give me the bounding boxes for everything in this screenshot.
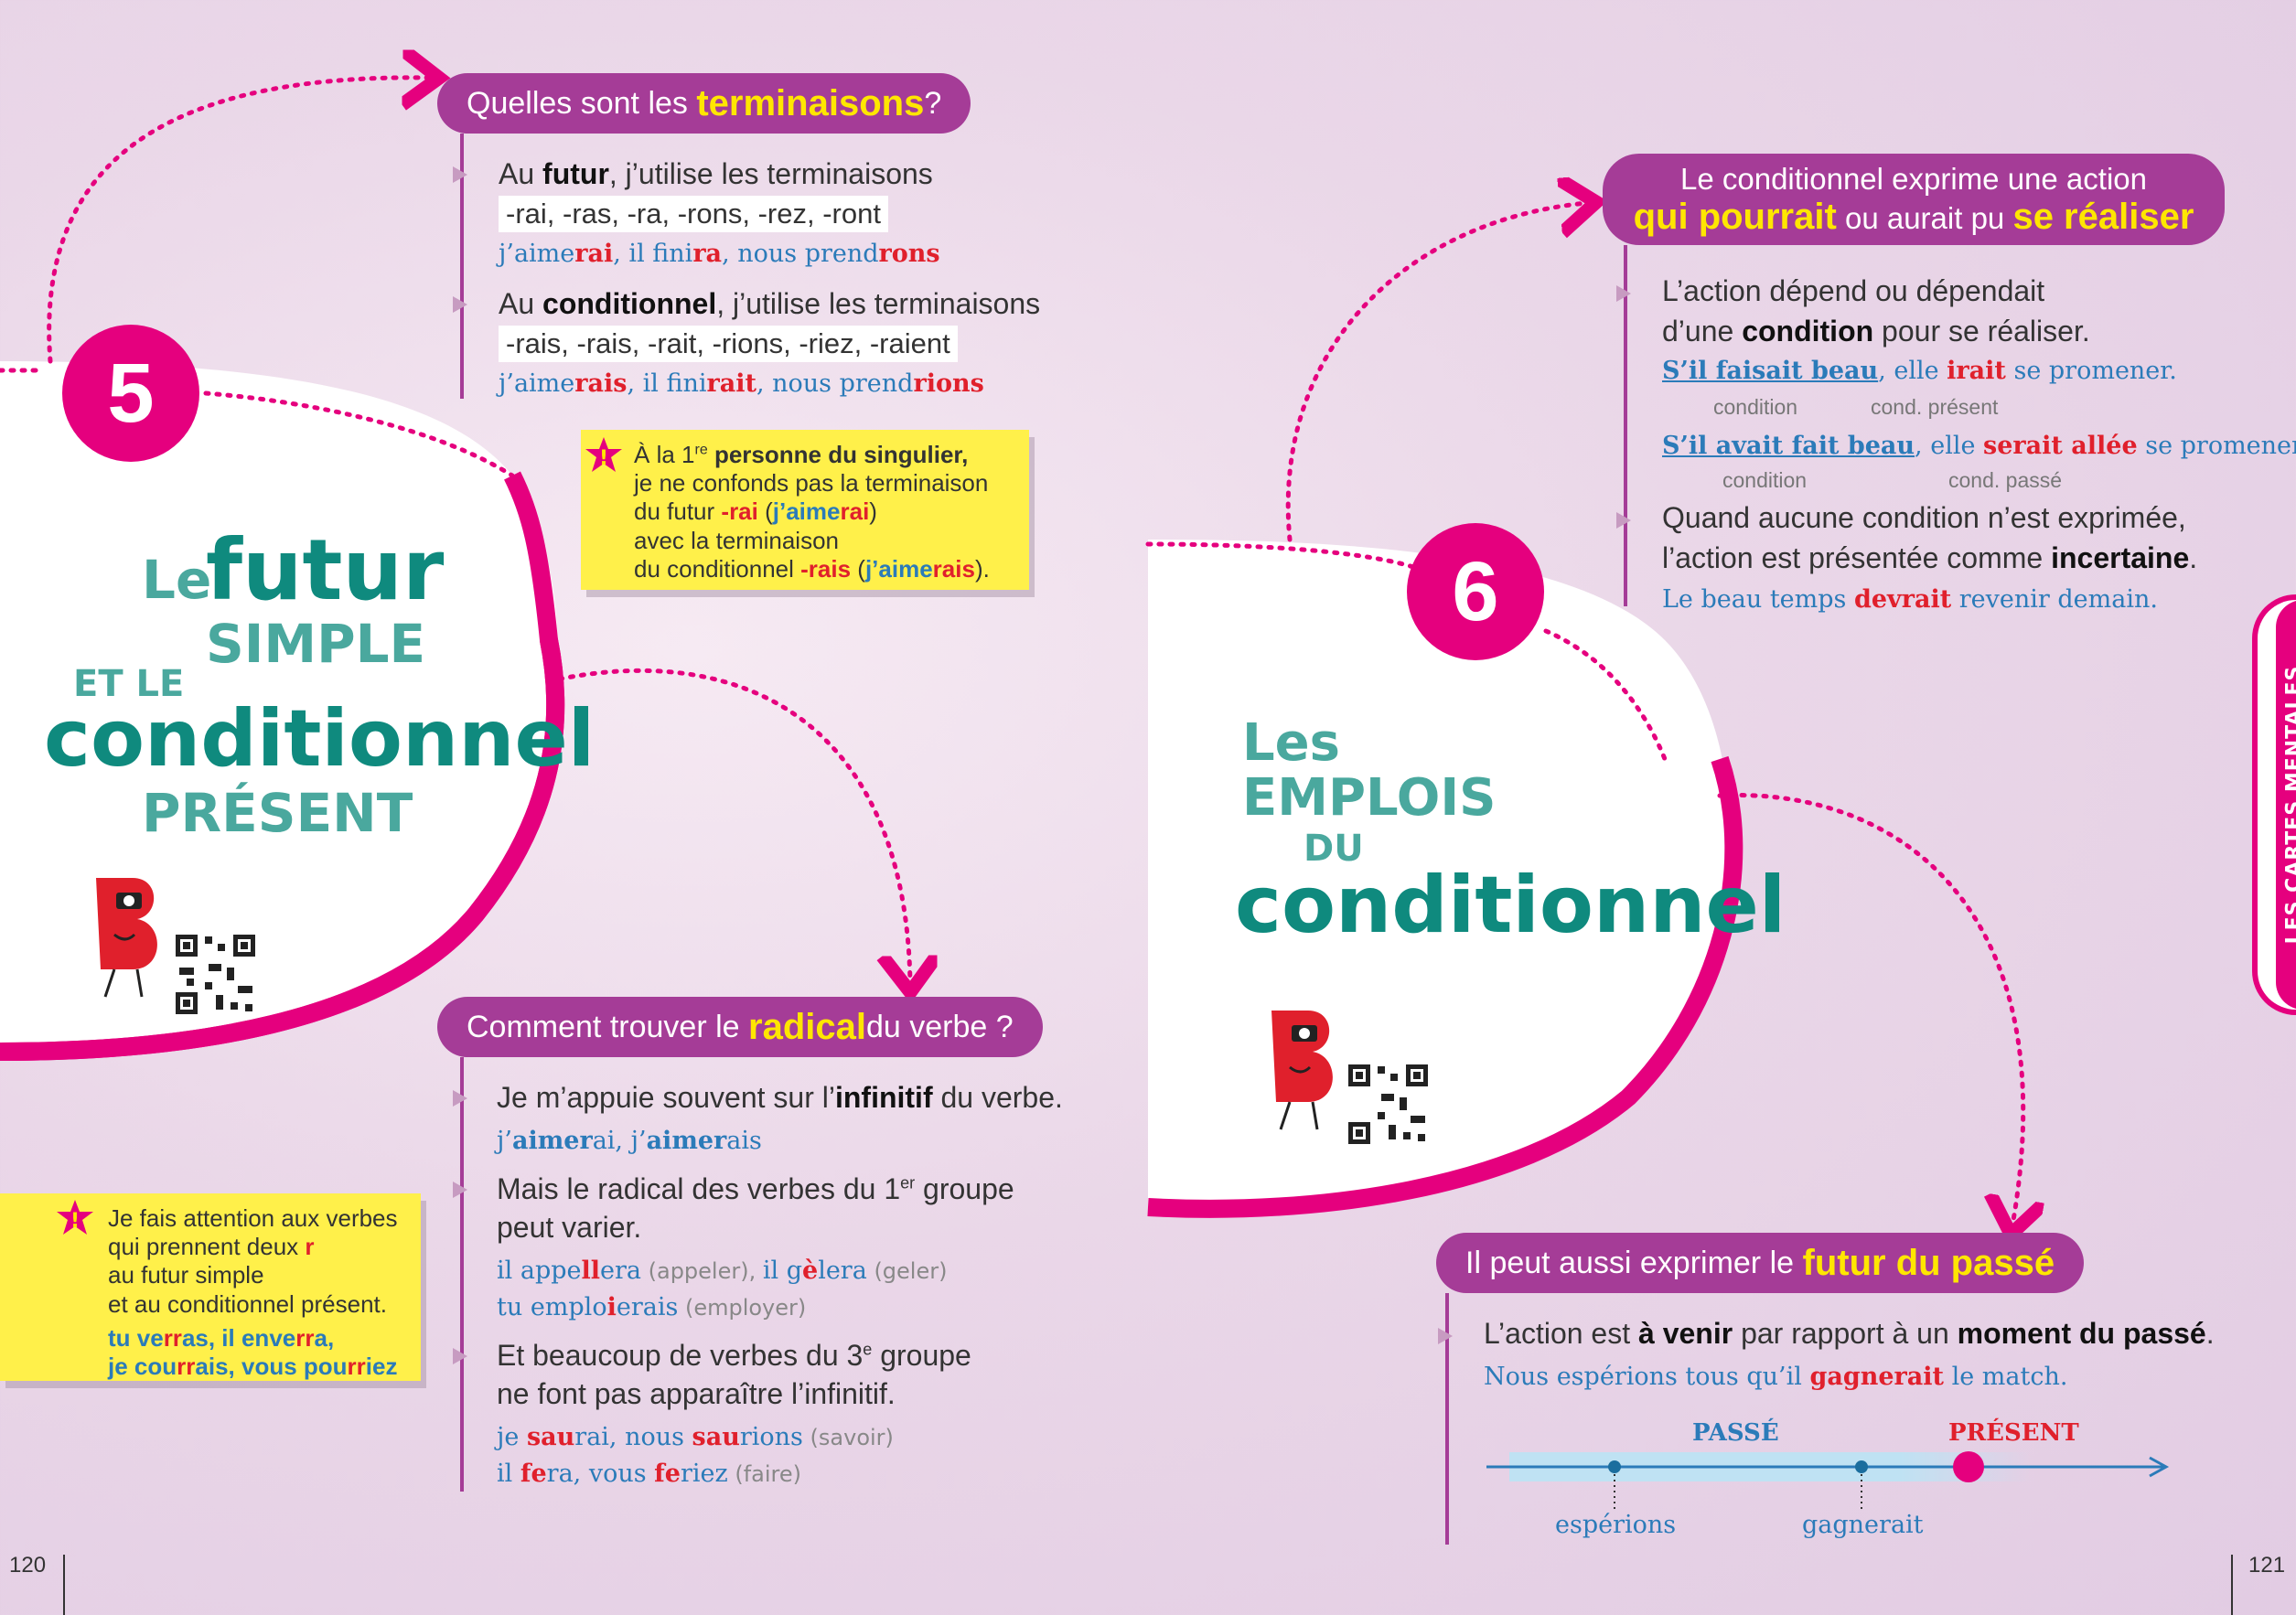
timeline-passe-label: PASSÉ bbox=[1692, 1419, 1779, 1447]
title-emplois: EMPLOIS bbox=[1242, 768, 1497, 828]
q4-branch-line bbox=[1445, 1293, 1449, 1545]
q3-branch-line bbox=[1624, 245, 1627, 606]
title-futur: futur bbox=[206, 521, 445, 619]
radical-line-3b: ne font pas apparaître l’infinitif. bbox=[497, 1377, 896, 1410]
label-cond-passe: cond. passé bbox=[1948, 468, 2063, 492]
q1-highlight: terminaisons bbox=[696, 82, 925, 123]
bullet-icon bbox=[1616, 285, 1631, 302]
bullet-icon bbox=[453, 1090, 467, 1107]
warning-icon: ! bbox=[57, 1200, 93, 1235]
cond-usage-2b: l’action est présentée comme incertaine. bbox=[1662, 541, 2198, 574]
cond-endings: -rais, -rais, -rait, -rions, -riez, -rai… bbox=[499, 326, 958, 362]
cond-example-3: Le beau temps devrait revenir demain. bbox=[1662, 585, 2158, 614]
side-tab: LES CARTES MENTALES bbox=[2252, 594, 2296, 1015]
page-number-right: 121 bbox=[2248, 1553, 2286, 1578]
bullet-icon bbox=[453, 1348, 467, 1364]
bullet-icon bbox=[1438, 1328, 1453, 1344]
radical-example-3a: je saurai, nous saurions (savoir) bbox=[497, 1423, 894, 1451]
note-deux-r: Je fais attention aux verbes qui prennen… bbox=[0, 1193, 421, 1381]
radical-line-2b: peut varier. bbox=[497, 1211, 642, 1244]
page-number-left: 120 bbox=[9, 1553, 47, 1578]
side-tab-label: LES CARTES MENTALES bbox=[2282, 665, 2296, 945]
bullet-icon bbox=[453, 166, 467, 183]
bullet-icon bbox=[453, 1182, 467, 1198]
q2-text: Comment trouver le bbox=[467, 1009, 740, 1044]
q2-highlight: radical bbox=[748, 1006, 866, 1047]
mascot-b-icon bbox=[1271, 1011, 1333, 1130]
cond-example: j’aimerais, il finirait, nous prendrions bbox=[499, 369, 984, 398]
svg-text:!: ! bbox=[70, 1210, 80, 1233]
label-condition-1: condition bbox=[1713, 395, 1798, 419]
title-simple: SIMPLE bbox=[206, 613, 426, 675]
question-futur-passe-pill: Il peut aussi exprimer le futur du passé bbox=[1436, 1233, 2085, 1293]
futur-passe-example: Nous espérions tous qu’il gagnerait le m… bbox=[1484, 1363, 2068, 1391]
title-present: PRÉSENT bbox=[142, 782, 413, 844]
cond-usage-1a: L’action dépend ou dépendait bbox=[1662, 274, 2045, 307]
q3-line-1: Le conditionnel exprime une action bbox=[1679, 161, 2147, 196]
q4-text: Il peut aussi exprimer le bbox=[1465, 1245, 1795, 1280]
note-premiere-personne: À la 1re personne du singulier, je ne co… bbox=[581, 430, 1029, 590]
title-les: Les bbox=[1242, 713, 1340, 773]
cond-usage-2a: Quand aucune condition n’est exprimée, bbox=[1662, 501, 2186, 534]
title-et-le: ET LE bbox=[73, 663, 185, 705]
title-du: DU bbox=[1304, 828, 1364, 870]
q2-end: du verbe ? bbox=[865, 1009, 1014, 1044]
radical-example-2a: il appellera (appeler), il gèlera (geler… bbox=[497, 1257, 948, 1285]
warning-icon: ! bbox=[585, 437, 622, 472]
q2-branch-line bbox=[460, 1057, 464, 1492]
radical-line-3a: Et beaucoup de verbes du 3e groupe bbox=[497, 1339, 971, 1372]
radical-line-2a: Mais le radical des verbes du 1er groupe bbox=[497, 1172, 1014, 1205]
label-condition-2: condition bbox=[1722, 468, 1808, 492]
section-number-6: 6 bbox=[1407, 523, 1544, 660]
futur-endings: -rai, -ras, -ra, -rons, -rez, -ront bbox=[499, 196, 888, 232]
radical-example-2b: tu emploierais (employer) bbox=[497, 1293, 807, 1321]
cond-example-1: S’il faisait beau, elle irait se promene… bbox=[1662, 357, 2177, 385]
bullet-icon bbox=[453, 296, 467, 313]
timeline-diagram bbox=[1486, 1451, 2170, 1509]
question-action-pill: Le conditionnel exprime une action qui p… bbox=[1603, 154, 2225, 245]
qr-code-icon bbox=[1345, 1061, 1432, 1148]
question-terminaisons-pill: Quelles sont les terminaisons ? bbox=[437, 73, 971, 134]
title-conditionnel-2: conditionnel bbox=[1235, 860, 1786, 951]
question-radical-pill: Comment trouver le radical du verbe ? bbox=[437, 997, 1043, 1057]
timeline-gagnerait-label: gagnerait bbox=[1802, 1511, 1924, 1539]
q4-highlight: futur du passé bbox=[1802, 1242, 2055, 1283]
q1-end: ? bbox=[924, 85, 942, 121]
cond-usage-1b: d’une condition pour se réaliser. bbox=[1662, 315, 2090, 348]
mascot-b-icon bbox=[96, 878, 157, 998]
futur-passe-line: L’action est à venir par rapport à un mo… bbox=[1484, 1317, 2215, 1350]
radical-line-1: Je m’appuie souvent sur l’infinitif du v… bbox=[497, 1081, 1063, 1114]
title-conditionnel: conditionnel bbox=[44, 693, 595, 785]
timeline-present-label: PRÉSENT bbox=[1948, 1419, 2079, 1447]
cond-example-2: S’il avait fait beau, elle serait allée … bbox=[1662, 432, 2296, 460]
cond-line: Au conditionnel, j’utilise les terminais… bbox=[499, 287, 1041, 320]
futur-line: Au futur, j’utilise les terminaisons bbox=[499, 157, 933, 190]
q1-branch-line bbox=[460, 134, 464, 399]
section-number-5: 5 bbox=[62, 325, 199, 462]
timeline-esperions-label: espérions bbox=[1555, 1511, 1677, 1539]
svg-text:!: ! bbox=[599, 447, 608, 470]
label-cond-present: cond. présent bbox=[1871, 395, 1999, 419]
title-le: Le bbox=[142, 549, 212, 611]
futur-example: j’aimerai, il finira, nous prendrons bbox=[499, 240, 940, 268]
qr-code-icon bbox=[172, 931, 259, 1018]
radical-example-1: j’aimerai, j’aimerais bbox=[497, 1127, 762, 1155]
radical-example-3b: il fera, vous feriez (faire) bbox=[497, 1460, 802, 1488]
q3-line-2: qui pourrait ou aurait pu se réaliser bbox=[1633, 196, 2194, 237]
bullet-icon bbox=[1616, 512, 1631, 529]
q1-text: Quelles sont les bbox=[467, 85, 688, 121]
right-title: Les EMPLOIS DU conditionnel bbox=[1226, 713, 1786, 951]
